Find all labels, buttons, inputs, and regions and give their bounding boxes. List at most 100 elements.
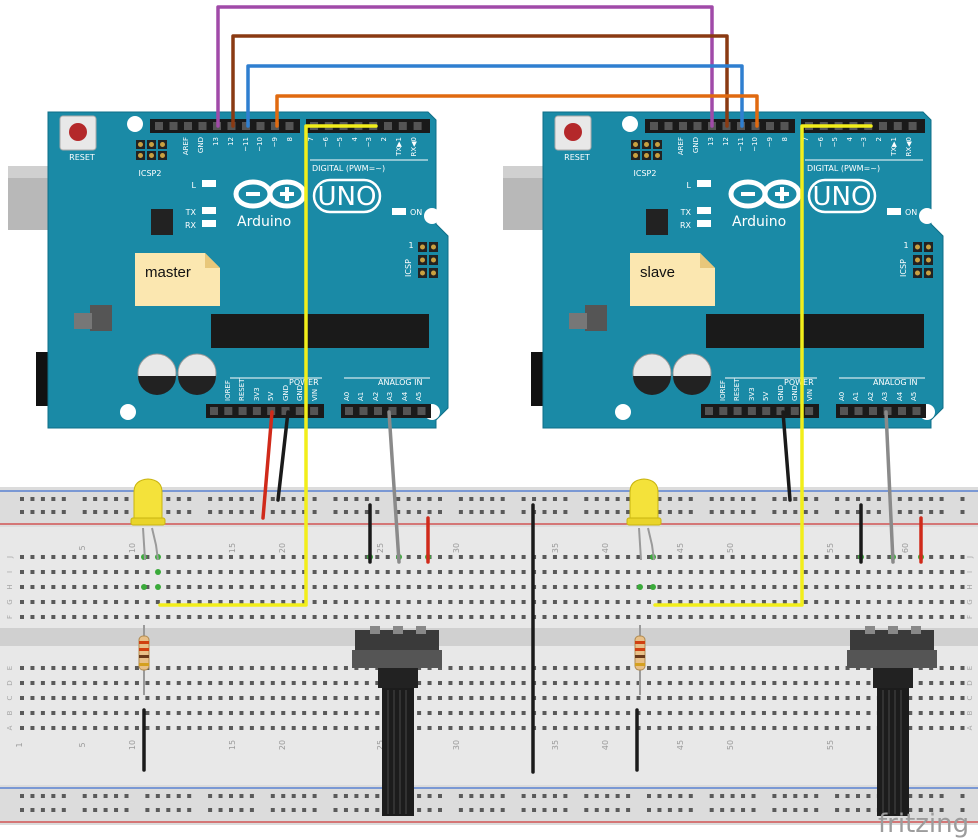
rail-hole (960, 794, 965, 798)
analog-pin-label: A2 (867, 392, 875, 401)
breadboard-hole (741, 585, 746, 589)
breadboard-hole (343, 585, 348, 589)
breadboard-hole (741, 726, 746, 730)
breadboard-hole (364, 570, 369, 574)
breadboard-hole (458, 585, 463, 589)
breadboard-hole (667, 555, 672, 559)
rail-hole (908, 510, 913, 514)
breadboard-hole (720, 555, 725, 559)
breadboard-hole (438, 555, 442, 559)
breadboard-hole (176, 726, 181, 730)
rail-hole (856, 794, 860, 798)
breadboard-hole (511, 696, 516, 700)
rail-hole (667, 808, 672, 812)
breadboard-hole (406, 585, 411, 589)
breadboard-hole (281, 570, 286, 574)
breadboard-hole (500, 570, 505, 574)
logo-plus-v (780, 187, 784, 201)
breadboard-hole (751, 555, 756, 559)
row-letter: F (6, 615, 14, 619)
breadboard-hole (835, 696, 840, 700)
breadboard-hole (312, 666, 317, 670)
rail-hole (302, 497, 307, 501)
breadboard-hole (249, 555, 254, 559)
breadboard-hole (835, 726, 840, 730)
breadboard-hole (960, 666, 965, 670)
breadboard-hole (950, 585, 955, 589)
breadboard-hole (584, 681, 589, 685)
breadboard-hole (176, 555, 181, 559)
breadboard-hole (761, 615, 766, 619)
breadboard-hole (803, 570, 808, 574)
rail-hole (667, 510, 672, 514)
breadboard-hole (197, 666, 202, 670)
breadboard-hole (239, 585, 244, 589)
breadboard-hole (647, 615, 651, 619)
breadboard-hole (573, 585, 578, 589)
reset-button-cap[interactable] (69, 123, 87, 141)
capacitor-stripe (633, 376, 671, 395)
rail-hole (918, 510, 923, 514)
breadboard-hole (260, 711, 265, 715)
rail-hole (479, 497, 484, 501)
breadboard-hole (72, 600, 77, 604)
header-socket (912, 407, 921, 415)
rail-hole (772, 794, 777, 798)
breadboard-hole (897, 585, 902, 589)
breadboard-hole (291, 615, 296, 619)
row-letter: D (6, 680, 14, 685)
breadboard-hole (584, 585, 589, 589)
mounting-hole (622, 116, 638, 132)
breadboard-hole (479, 555, 484, 559)
digital-pin-label: ~9 (766, 137, 774, 147)
rail-hole (114, 808, 119, 812)
digital-pin-label: 12 (722, 137, 730, 146)
breadboard-hole (312, 585, 317, 589)
breadboard-hole (605, 585, 610, 589)
rail-hole (417, 510, 422, 514)
breadboard-hole (166, 681, 171, 685)
breadboard-hole (720, 600, 725, 604)
breadboard-hole (584, 666, 589, 670)
breadboard-hole (239, 726, 244, 730)
header-socket (664, 122, 673, 130)
breadboard-hole (229, 615, 233, 619)
breadboard-hole (500, 681, 505, 685)
breadboard-hole (448, 666, 453, 670)
breadboard-hole (291, 681, 296, 685)
breadboard-hole (448, 681, 453, 685)
rail-hole (427, 808, 432, 812)
icsp2-pin-gold (655, 153, 660, 158)
breadboard-hole (239, 600, 244, 604)
column-number: 10 (128, 740, 137, 750)
rail-hole (396, 497, 401, 501)
icsp-pin-gold (915, 270, 920, 276)
breadboard-hole (343, 570, 348, 574)
breadboard-hole (845, 600, 850, 604)
breadboard-hole (385, 615, 390, 619)
breadboard-hole (594, 666, 599, 670)
rail-hole (793, 794, 798, 798)
rail-hole (876, 510, 881, 514)
rail-hole (876, 497, 881, 501)
breadboard-hole (730, 555, 735, 559)
row-letter: F (966, 615, 974, 619)
led-l-label: L (687, 181, 692, 190)
rail-hole (249, 808, 254, 812)
breadboard-hole (438, 711, 442, 715)
breadboard-hole (417, 555, 422, 559)
rail-hole (751, 510, 756, 514)
breadboard-hole (667, 585, 672, 589)
breadboard-hole (479, 615, 484, 619)
rail-hole (500, 497, 505, 501)
breadboard-hole (573, 615, 578, 619)
column-number: 60 (901, 543, 910, 553)
breadboard-hole (61, 696, 66, 700)
breadboard-hole (375, 711, 380, 715)
rail-hole (782, 808, 787, 812)
rail-hole (584, 497, 589, 501)
rail-hole (438, 808, 442, 812)
reset-button-cap[interactable] (564, 123, 582, 141)
digital-pin-label: ~5 (831, 137, 839, 147)
breadboard-hole (208, 666, 213, 670)
